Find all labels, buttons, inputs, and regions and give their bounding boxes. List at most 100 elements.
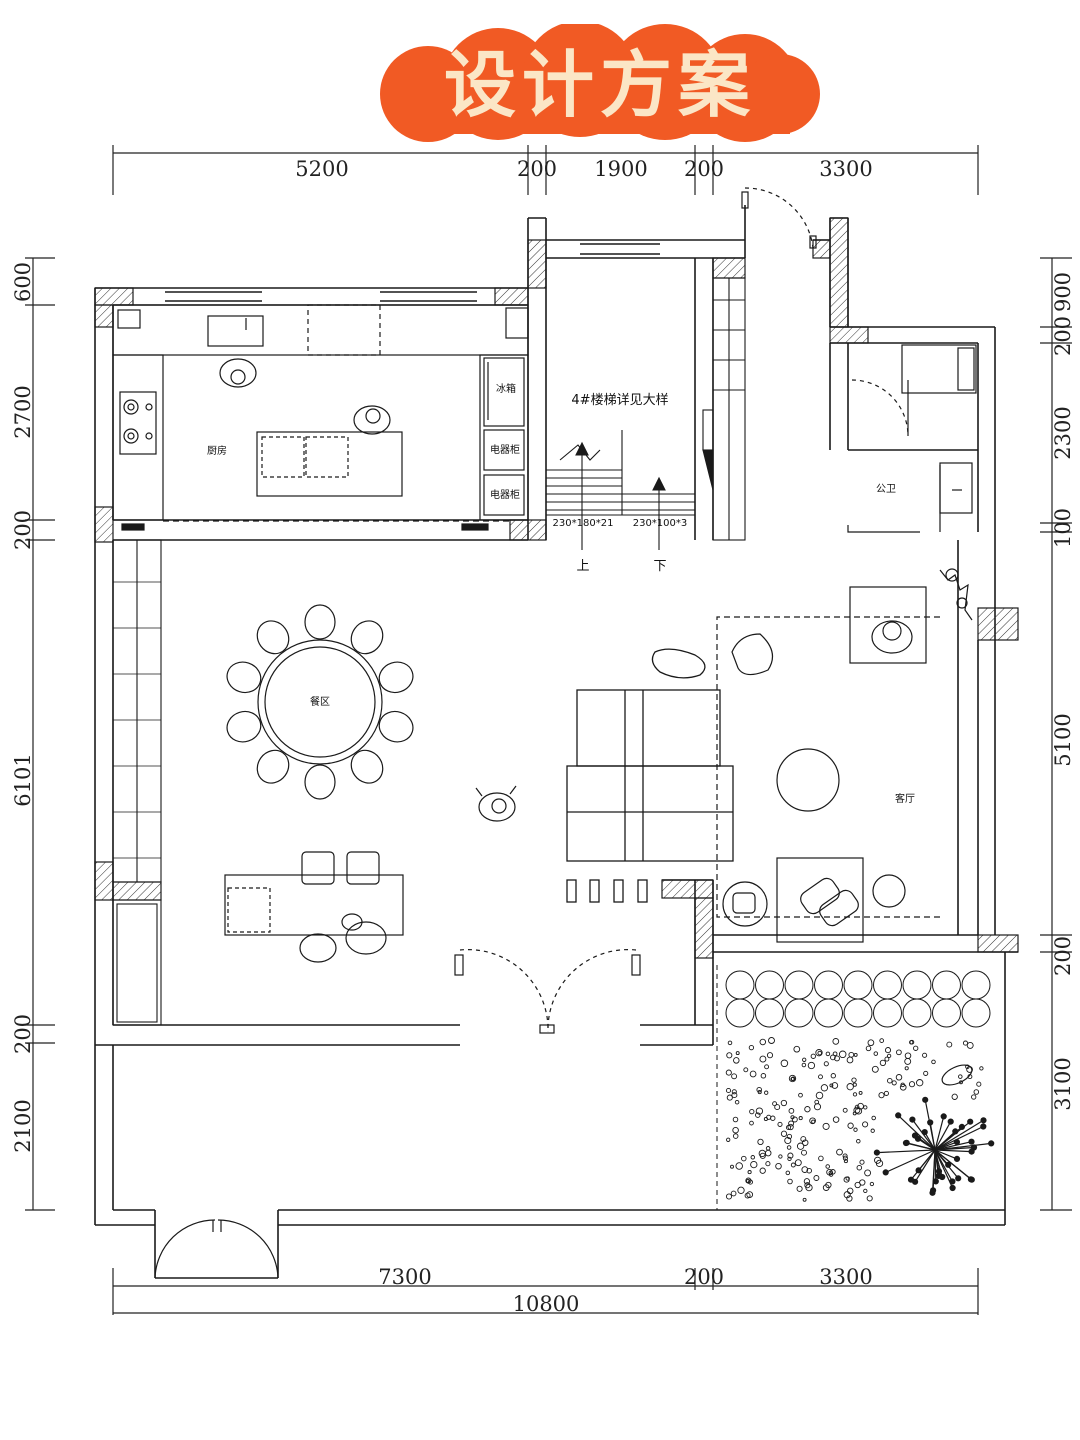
pebble: [788, 1108, 795, 1114]
dining-label: 餐区: [310, 695, 330, 708]
tree-leaf: [922, 1096, 929, 1103]
kitchen-label: 厨房: [207, 444, 227, 457]
pebble: [784, 1136, 792, 1145]
tree-branch: [934, 1121, 952, 1151]
pebble: [838, 1050, 847, 1059]
stepping-circle: [961, 970, 991, 1000]
dim-bottom-1: 7300: [378, 1265, 431, 1289]
pebble: [870, 1128, 875, 1133]
pebble: [755, 1112, 761, 1118]
tree-leaf: [909, 1116, 916, 1123]
pebble: [814, 1099, 820, 1105]
pebble: [976, 1081, 982, 1087]
tree-leaf: [988, 1140, 995, 1147]
tree-branch: [914, 1135, 936, 1151]
pebble: [765, 1146, 771, 1151]
pebble: [759, 1167, 766, 1174]
pebble: [785, 1170, 791, 1176]
pebble: [923, 1070, 929, 1076]
dim-right-4: 100: [1051, 508, 1075, 548]
sofa-group: [566, 648, 734, 903]
pebble: [908, 1081, 916, 1088]
pebble: [800, 1136, 807, 1143]
pebble: [732, 1133, 739, 1139]
pebble: [727, 1040, 733, 1046]
pebble: [798, 1092, 803, 1098]
tree-branch: [934, 1149, 940, 1176]
dim-right-7: 3100: [1051, 1057, 1075, 1110]
pebble: [846, 1083, 854, 1091]
pebble: [734, 1099, 740, 1105]
dim-top-2: 200: [517, 157, 557, 181]
pebble: [831, 1082, 839, 1089]
dimension-right: [1040, 257, 1072, 1211]
entrance-door: [741, 187, 817, 249]
pebble: [801, 1166, 809, 1173]
tree-branch: [934, 1149, 972, 1153]
pebble: [825, 1164, 830, 1169]
dim-top-1: 5200: [295, 157, 348, 181]
tree-leaf: [935, 1172, 942, 1180]
dim-left-1: 600: [11, 262, 35, 302]
pebble: [796, 1142, 805, 1150]
pebble: [973, 1089, 980, 1095]
pebble: [856, 1138, 861, 1144]
pebble: [732, 1126, 739, 1134]
tree-leaf: [952, 1128, 959, 1135]
dim-top-3: 1900: [594, 157, 647, 181]
living-area: [716, 586, 940, 943]
pebble: [904, 1066, 909, 1071]
wall-columns: [94, 217, 1019, 959]
pebble: [966, 1041, 974, 1049]
pebble: [747, 1179, 753, 1185]
stair-step-1: 230*180*21: [553, 518, 614, 529]
pebble: [813, 1103, 822, 1111]
stepping-circle: [843, 970, 873, 1000]
tree-branch: [934, 1126, 963, 1151]
pebble: [865, 1045, 872, 1052]
pebble: [794, 1159, 802, 1167]
stepping-circle: [784, 970, 814, 1000]
pebble: [805, 1183, 813, 1192]
pebble: [862, 1121, 869, 1128]
tree-leaf: [967, 1118, 974, 1125]
pebble: [787, 1152, 794, 1159]
pebble: [859, 1179, 866, 1186]
pebble: [766, 1052, 774, 1059]
pebble: [830, 1073, 836, 1079]
stepping-circle: [843, 998, 873, 1028]
tree-branch: [934, 1142, 992, 1151]
pebble: [777, 1121, 783, 1127]
pebble: [810, 1053, 816, 1059]
stair-down: 下: [653, 559, 666, 574]
garden-pebbles: [725, 1037, 984, 1202]
pebble: [854, 1104, 860, 1110]
tree-leaf: [873, 1149, 881, 1156]
dimension-left: [25, 257, 55, 1211]
stepping-circle: [932, 998, 961, 1028]
pebble: [793, 1045, 801, 1053]
pebble: [852, 1111, 857, 1116]
pebble: [755, 1107, 764, 1115]
tree-leaf: [958, 1123, 966, 1131]
title-badge: [380, 24, 820, 142]
pebble: [856, 1164, 863, 1171]
pebble: [764, 1149, 772, 1157]
pebble: [774, 1104, 781, 1111]
stepping-circle: [873, 998, 902, 1028]
stepping-circle: [873, 970, 902, 1000]
dim-left-6: 2100: [11, 1099, 35, 1152]
pebble: [770, 1115, 776, 1121]
pebble: [852, 1092, 858, 1097]
tree-branch: [876, 1149, 936, 1154]
pebble: [760, 1073, 767, 1079]
pebble: [878, 1092, 885, 1099]
dining-chairs: [226, 604, 414, 800]
kitchen: [112, 304, 529, 531]
pebble: [842, 1155, 848, 1161]
pebble: [846, 1195, 853, 1202]
pebble: [775, 1162, 782, 1170]
tree-branch: [885, 1149, 936, 1173]
pebble: [848, 1051, 855, 1058]
